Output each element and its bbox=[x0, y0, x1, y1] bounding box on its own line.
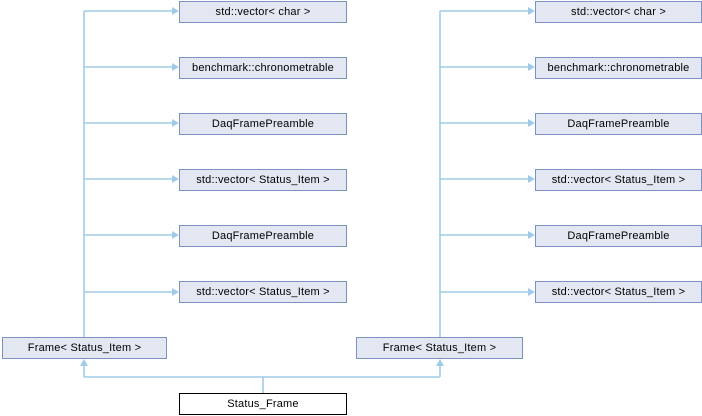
node-label: DaqFramePreamble bbox=[211, 229, 315, 242]
node-vector-char-right[interactable]: std::vector< char > bbox=[535, 1, 702, 23]
node-benchmark-chronometrable-right[interactable]: benchmark::chronometrable bbox=[535, 57, 702, 79]
arrowhead-frame-right bbox=[436, 359, 444, 366]
node-daqframepreamble-left-2[interactable]: DaqFramePreamble bbox=[179, 225, 347, 247]
arrowhead-right-preamble-2 bbox=[528, 231, 535, 239]
arrowhead-left-preamble-1 bbox=[172, 119, 179, 127]
node-label: std::vector< Status_Item > bbox=[551, 173, 686, 186]
node-label: Frame< Status_Item > bbox=[382, 341, 497, 354]
node-vector-char-left[interactable]: std::vector< char > bbox=[179, 1, 347, 23]
arrowhead-right-vec-char bbox=[528, 7, 535, 15]
node-label: DaqFramePreamble bbox=[567, 229, 670, 242]
node-daqframepreamble-left-1[interactable]: DaqFramePreamble bbox=[179, 113, 347, 135]
arrowhead-right-chrono bbox=[528, 63, 535, 71]
arrowhead-frame-left bbox=[80, 359, 88, 366]
node-label: std::vector< Status_Item > bbox=[196, 285, 330, 298]
node-vector-status-item-left-2[interactable]: std::vector< Status_Item > bbox=[179, 281, 347, 303]
node-label: Frame< Status_Item > bbox=[27, 341, 142, 354]
node-label: std::vector< char > bbox=[571, 5, 666, 18]
node-label: std::vector< char > bbox=[215, 5, 311, 18]
node-label: benchmark::chronometrable bbox=[192, 61, 334, 74]
node-frame-status-item-left[interactable]: Frame< Status_Item > bbox=[2, 337, 167, 359]
node-label: benchmark::chronometrable bbox=[547, 61, 690, 74]
node-daqframepreamble-right-2[interactable]: DaqFramePreamble bbox=[535, 225, 702, 247]
arrowhead-left-vec-status-2 bbox=[172, 288, 179, 296]
arrowhead-right-preamble-1 bbox=[528, 119, 535, 127]
node-label: std::vector< Status_Item > bbox=[551, 285, 686, 298]
node-vector-status-item-right-2[interactable]: std::vector< Status_Item > bbox=[535, 281, 702, 303]
arrowhead-left-vec-status-1 bbox=[172, 175, 179, 183]
node-daqframepreamble-right-1[interactable]: DaqFramePreamble bbox=[535, 113, 702, 135]
node-label: DaqFramePreamble bbox=[211, 117, 315, 130]
node-benchmark-chronometrable-left[interactable]: benchmark::chronometrable bbox=[179, 57, 347, 79]
arrowhead-left-vec-char bbox=[172, 7, 179, 15]
node-vector-status-item-right-1[interactable]: std::vector< Status_Item > bbox=[535, 169, 702, 191]
node-label: Status_Frame bbox=[227, 397, 299, 410]
arrowhead-left-chrono bbox=[172, 63, 179, 71]
node-vector-status-item-left-1[interactable]: std::vector< Status_Item > bbox=[179, 169, 347, 191]
node-status-frame-current[interactable]: Status_Frame bbox=[179, 393, 347, 415]
arrowhead-right-vec-status-1 bbox=[528, 175, 535, 183]
node-label: std::vector< Status_Item > bbox=[196, 173, 330, 186]
node-frame-status-item-right[interactable]: Frame< Status_Item > bbox=[356, 337, 523, 359]
arrowhead-left-preamble-2 bbox=[172, 231, 179, 239]
arrowhead-right-vec-status-2 bbox=[528, 288, 535, 296]
node-label: DaqFramePreamble bbox=[567, 117, 670, 130]
